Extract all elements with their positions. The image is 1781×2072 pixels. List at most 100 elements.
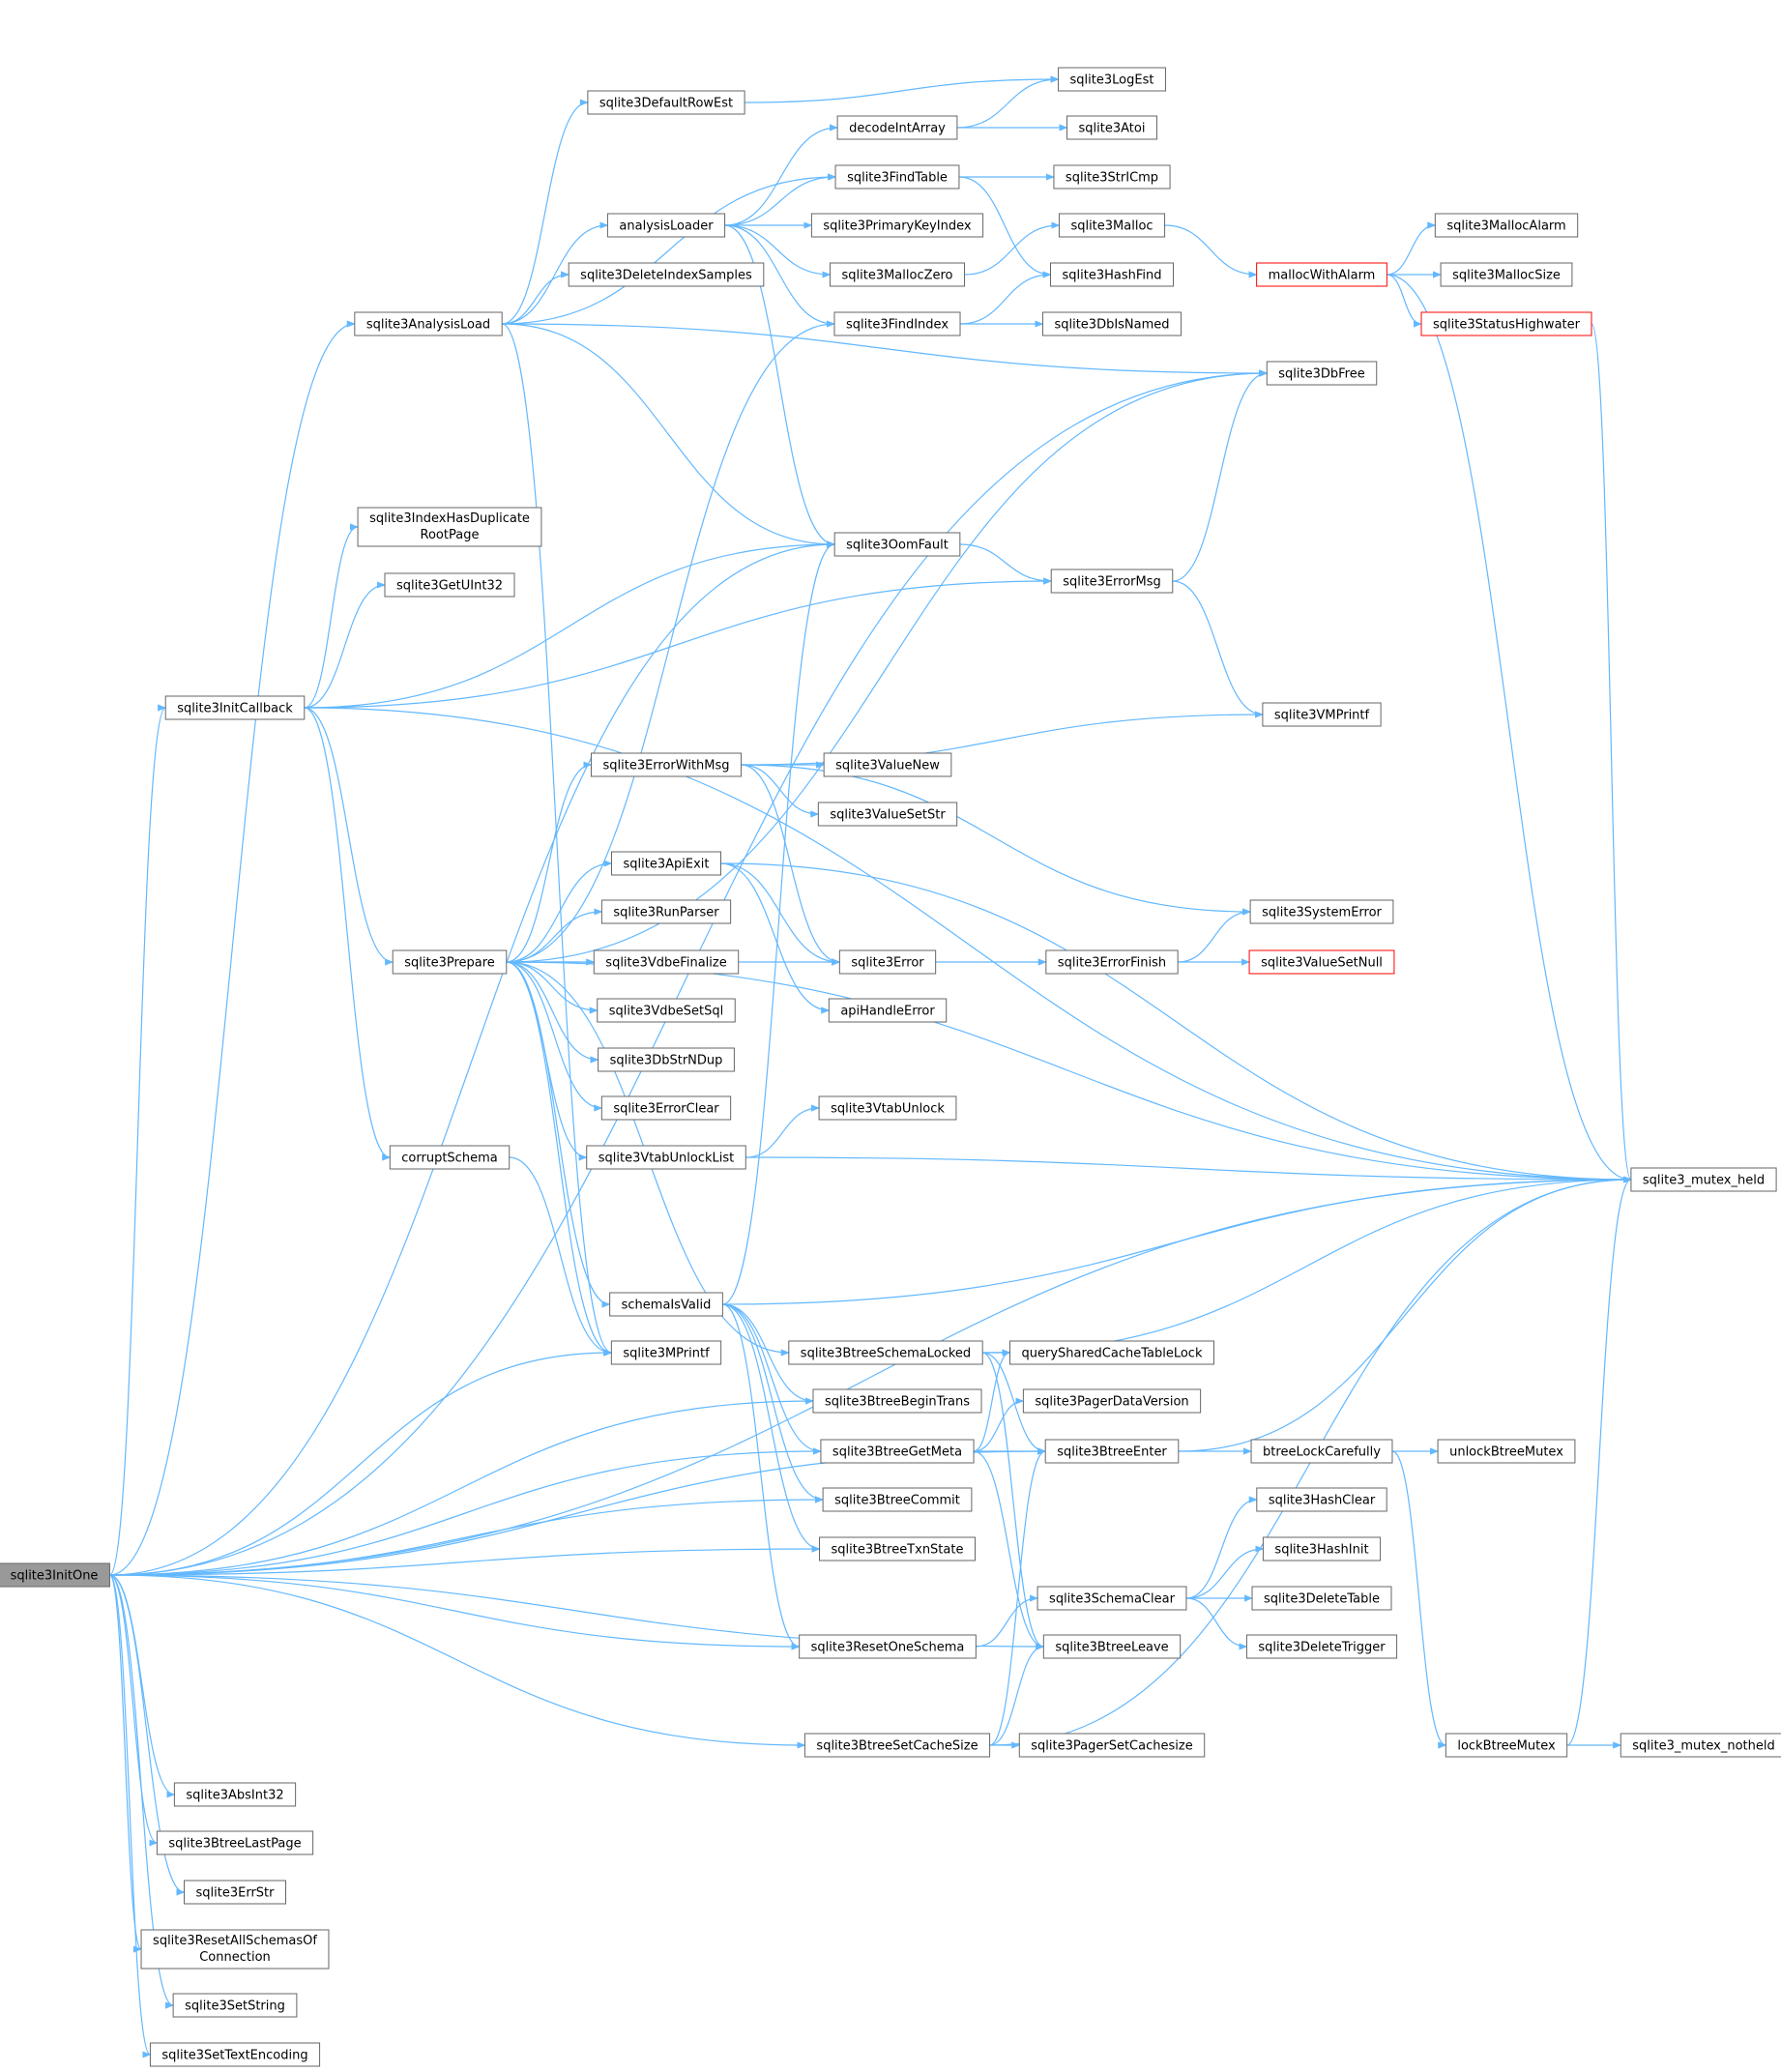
- node-sqlite3VtabUnlock[interactable]: sqlite3VtabUnlock: [818, 1095, 957, 1121]
- node-sqlite3ResetOneSchema[interactable]: sqlite3ResetOneSchema: [799, 1634, 977, 1659]
- node-label: sqlite3BtreeLastPage: [168, 1837, 301, 1852]
- node-sqlite3FindTable[interactable]: sqlite3FindTable: [834, 164, 960, 190]
- edge-sqlite3InitOne-to-sqlite3OomFault: [109, 540, 836, 1576]
- node-sqlite3SchemaClear[interactable]: sqlite3SchemaClear: [1036, 1586, 1187, 1611]
- edge-line: [1185, 1597, 1248, 1650]
- node-sqlite3Prepare[interactable]: sqlite3Prepare: [392, 949, 508, 975]
- node-sqlite3DeleteTrigger[interactable]: sqlite3DeleteTrigger: [1245, 1634, 1398, 1659]
- node-sqlite3MallocSize[interactable]: sqlite3MallocSize: [1440, 262, 1573, 287]
- node-sqlite3ErrStr[interactable]: sqlite3ErrStr: [184, 1880, 286, 1905]
- node-analysisLoader[interactable]: analysisLoader: [606, 213, 726, 238]
- node-sqlite3InitCallback[interactable]: sqlite3InitCallback: [164, 695, 306, 720]
- node-sqlite3Atoi[interactable]: sqlite3Atoi: [1066, 115, 1157, 140]
- node-sqlite3_mutex_held[interactable]: sqlite3_mutex_held: [1630, 1167, 1777, 1192]
- node-sqlite3HashInit[interactable]: sqlite3HashInit: [1262, 1536, 1382, 1561]
- edge-sqlite3InitOne-to-sqlite3MPrintf: [109, 1349, 613, 1576]
- node-sqlite3Error[interactable]: sqlite3Error: [838, 949, 937, 975]
- node-sqlite3HashClear[interactable]: sqlite3HashClear: [1256, 1487, 1387, 1512]
- node-sqlite3ErrorMsg[interactable]: sqlite3ErrorMsg: [1050, 569, 1174, 594]
- node-sqlite3ValueSetStr[interactable]: sqlite3ValueSetStr: [817, 802, 958, 827]
- node-sqlite3BtreeSchemaLocked[interactable]: sqlite3BtreeSchemaLocked: [788, 1340, 983, 1365]
- edge-line: [722, 1303, 814, 1405]
- node-sqlite3MPrintf[interactable]: sqlite3MPrintf: [610, 1340, 722, 1365]
- edge-line: [108, 1574, 152, 2058]
- node-sqlite3HashFind[interactable]: sqlite3HashFind: [1049, 262, 1175, 287]
- edge-line: [973, 1450, 1045, 1650]
- node-lockBtreeMutex[interactable]: lockBtreeMutex: [1445, 1733, 1568, 1758]
- node-sqlite3BtreeCommit[interactable]: sqlite3BtreeCommit: [822, 1487, 973, 1512]
- node-sqlite3VdbeSetSql[interactable]: sqlite3VdbeSetSql: [597, 998, 736, 1023]
- edge-line: [741, 764, 1252, 916]
- node-btreeLockCarefully[interactable]: btreeLockCarefully: [1250, 1439, 1393, 1464]
- edge-line: [109, 1176, 1632, 1576]
- node-sqlite3BtreeGetMeta[interactable]: sqlite3BtreeGetMeta: [820, 1439, 975, 1464]
- node-sqlite3DeleteTable[interactable]: sqlite3DeleteTable: [1251, 1586, 1392, 1611]
- node-unlockBtreeMutex[interactable]: unlockBtreeMutex: [1437, 1439, 1576, 1464]
- node-sqlite3DeleteIndexSamples[interactable]: sqlite3DeleteIndexSamples: [568, 262, 765, 287]
- node-sqlite3DbStrNDup[interactable]: sqlite3DbStrNDup: [598, 1047, 735, 1072]
- node-sqlite3SetString[interactable]: sqlite3SetString: [172, 1993, 298, 2018]
- node-box: [823, 752, 952, 777]
- node-sqlite3PagerSetCachesize[interactable]: sqlite3PagerSetCachesize: [1018, 1733, 1206, 1758]
- node-sqlite3BtreeSetCacheSize[interactable]: sqlite3BtreeSetCacheSize: [803, 1733, 991, 1758]
- node-mallocWithAlarm[interactable]: mallocWithAlarm: [1256, 262, 1387, 287]
- node-sqlite3StrICmp[interactable]: sqlite3StrICmp: [1053, 164, 1171, 190]
- edge-sqlite3InitOne-to-sqlite3AnalysisLoad: [109, 320, 356, 1576]
- node-sqlite3SystemError[interactable]: sqlite3SystemError: [1249, 899, 1394, 924]
- node-corruptSchema[interactable]: corruptSchema: [389, 1145, 511, 1170]
- node-sqlite3RunParser[interactable]: sqlite3RunParser: [600, 899, 732, 924]
- edge-line: [109, 1447, 822, 1576]
- node-sqlite3ApiExit[interactable]: sqlite3ApiExit: [611, 851, 721, 876]
- node-sqlite3Malloc[interactable]: sqlite3Malloc: [1058, 213, 1166, 238]
- node-sqlite3InitOne[interactable]: sqlite3InitOne: [0, 1562, 110, 1588]
- node-sqlite3BtreeLastPage[interactable]: sqlite3BtreeLastPage: [156, 1830, 314, 1855]
- node-decodeIntArray[interactable]: decodeIntArray: [836, 115, 958, 140]
- node-sqlite3DbFree[interactable]: sqlite3DbFree: [1266, 361, 1378, 386]
- node-sqlite3OomFault[interactable]: sqlite3OomFault: [833, 532, 961, 557]
- node-sqlite3DbIsNamed[interactable]: sqlite3DbIsNamed: [1041, 311, 1182, 336]
- node-sqlite3BtreeTxnState[interactable]: sqlite3BtreeTxnState: [819, 1536, 976, 1561]
- node-sqlite3PagerDataVersion[interactable]: sqlite3PagerDataVersion: [1022, 1388, 1202, 1414]
- node-label: sqlite3_mutex_held: [1643, 1174, 1765, 1188]
- node-sqlite3SetTextEncoding[interactable]: sqlite3SetTextEncoding: [149, 2042, 321, 2067]
- node-sqlite3_mutex_notheld[interactable]: sqlite3_mutex_notheld: [1620, 1733, 1781, 1758]
- edge-line: [506, 961, 599, 1064]
- node-sqlite3AbsInt32[interactable]: sqlite3AbsInt32: [173, 1782, 297, 1807]
- node-sqlite3PrimaryKeyIndex[interactable]: sqlite3PrimaryKeyIndex: [810, 213, 984, 238]
- node-sqlite3BtreeBeginTrans[interactable]: sqlite3BtreeBeginTrans: [812, 1388, 982, 1414]
- node-sqlite3GetUInt32[interactable]: sqlite3GetUInt32: [384, 572, 515, 598]
- node-sqlite3ErrorClear[interactable]: sqlite3ErrorClear: [600, 1095, 732, 1121]
- node-querySharedCacheTableLock[interactable]: querySharedCacheTableLock: [1009, 1340, 1214, 1365]
- node-label: sqlite3Prepare: [404, 956, 495, 971]
- node-sqlite3FindIndex[interactable]: sqlite3FindIndex: [833, 311, 961, 336]
- node-sqlite3AnalysisLoad[interactable]: sqlite3AnalysisLoad: [354, 311, 503, 336]
- node-box: [1044, 1439, 1180, 1464]
- node-sqlite3VdbeFinalize[interactable]: sqlite3VdbeFinalize: [593, 949, 740, 975]
- node-sqlite3ErrorFinish[interactable]: sqlite3ErrorFinish: [1045, 949, 1179, 975]
- edge-analysisLoader-to-decodeIntArray: [724, 124, 839, 226]
- node-apiHandleError[interactable]: apiHandleError: [828, 998, 948, 1023]
- node-sqlite3MallocAlarm[interactable]: sqlite3MallocAlarm: [1434, 213, 1579, 238]
- node-sqlite3BtreeEnter[interactable]: sqlite3BtreeEnter: [1044, 1439, 1180, 1464]
- node-sqlite3ValueNew[interactable]: sqlite3ValueNew: [823, 752, 952, 777]
- node-sqlite3StatusHighwater[interactable]: sqlite3StatusHighwater: [1420, 311, 1592, 336]
- edge-sqlite3AnalysisLoad-to-sqlite3OomFault: [502, 323, 836, 548]
- node-sqlite3BtreeLeave[interactable]: sqlite3BtreeLeave: [1042, 1634, 1182, 1659]
- node-sqlite3MallocZero[interactable]: sqlite3MallocZero: [829, 262, 966, 287]
- node-box: [1248, 949, 1395, 975]
- edge-line: [109, 1349, 613, 1576]
- node-sqlite3ErrorWithMsg[interactable]: sqlite3ErrorWithMsg: [590, 752, 743, 777]
- edge-sqlite3ErrorMsg-to-sqlite3DbFree: [1172, 369, 1269, 582]
- node-sqlite3VMPrintf[interactable]: sqlite3VMPrintf: [1262, 702, 1382, 727]
- node-box: [828, 998, 948, 1023]
- node-sqlite3LogEst[interactable]: sqlite3LogEst: [1058, 67, 1166, 92]
- node-sqlite3ValueSetNull[interactable]: sqlite3ValueSetNull: [1248, 949, 1395, 975]
- node-label: sqlite3HashClear: [1269, 1494, 1376, 1508]
- node-label: sqlite3VtabUnlock: [831, 1102, 945, 1117]
- node-sqlite3DefaultRowEst[interactable]: sqlite3DefaultRowEst: [587, 90, 745, 115]
- node-schemaIsValid[interactable]: schemaIsValid: [609, 1292, 723, 1317]
- edge-schemaIsValid-to-sqlite3OomFault: [722, 540, 836, 1305]
- node-sqlite3VtabUnlockList[interactable]: sqlite3VtabUnlockList: [586, 1145, 746, 1170]
